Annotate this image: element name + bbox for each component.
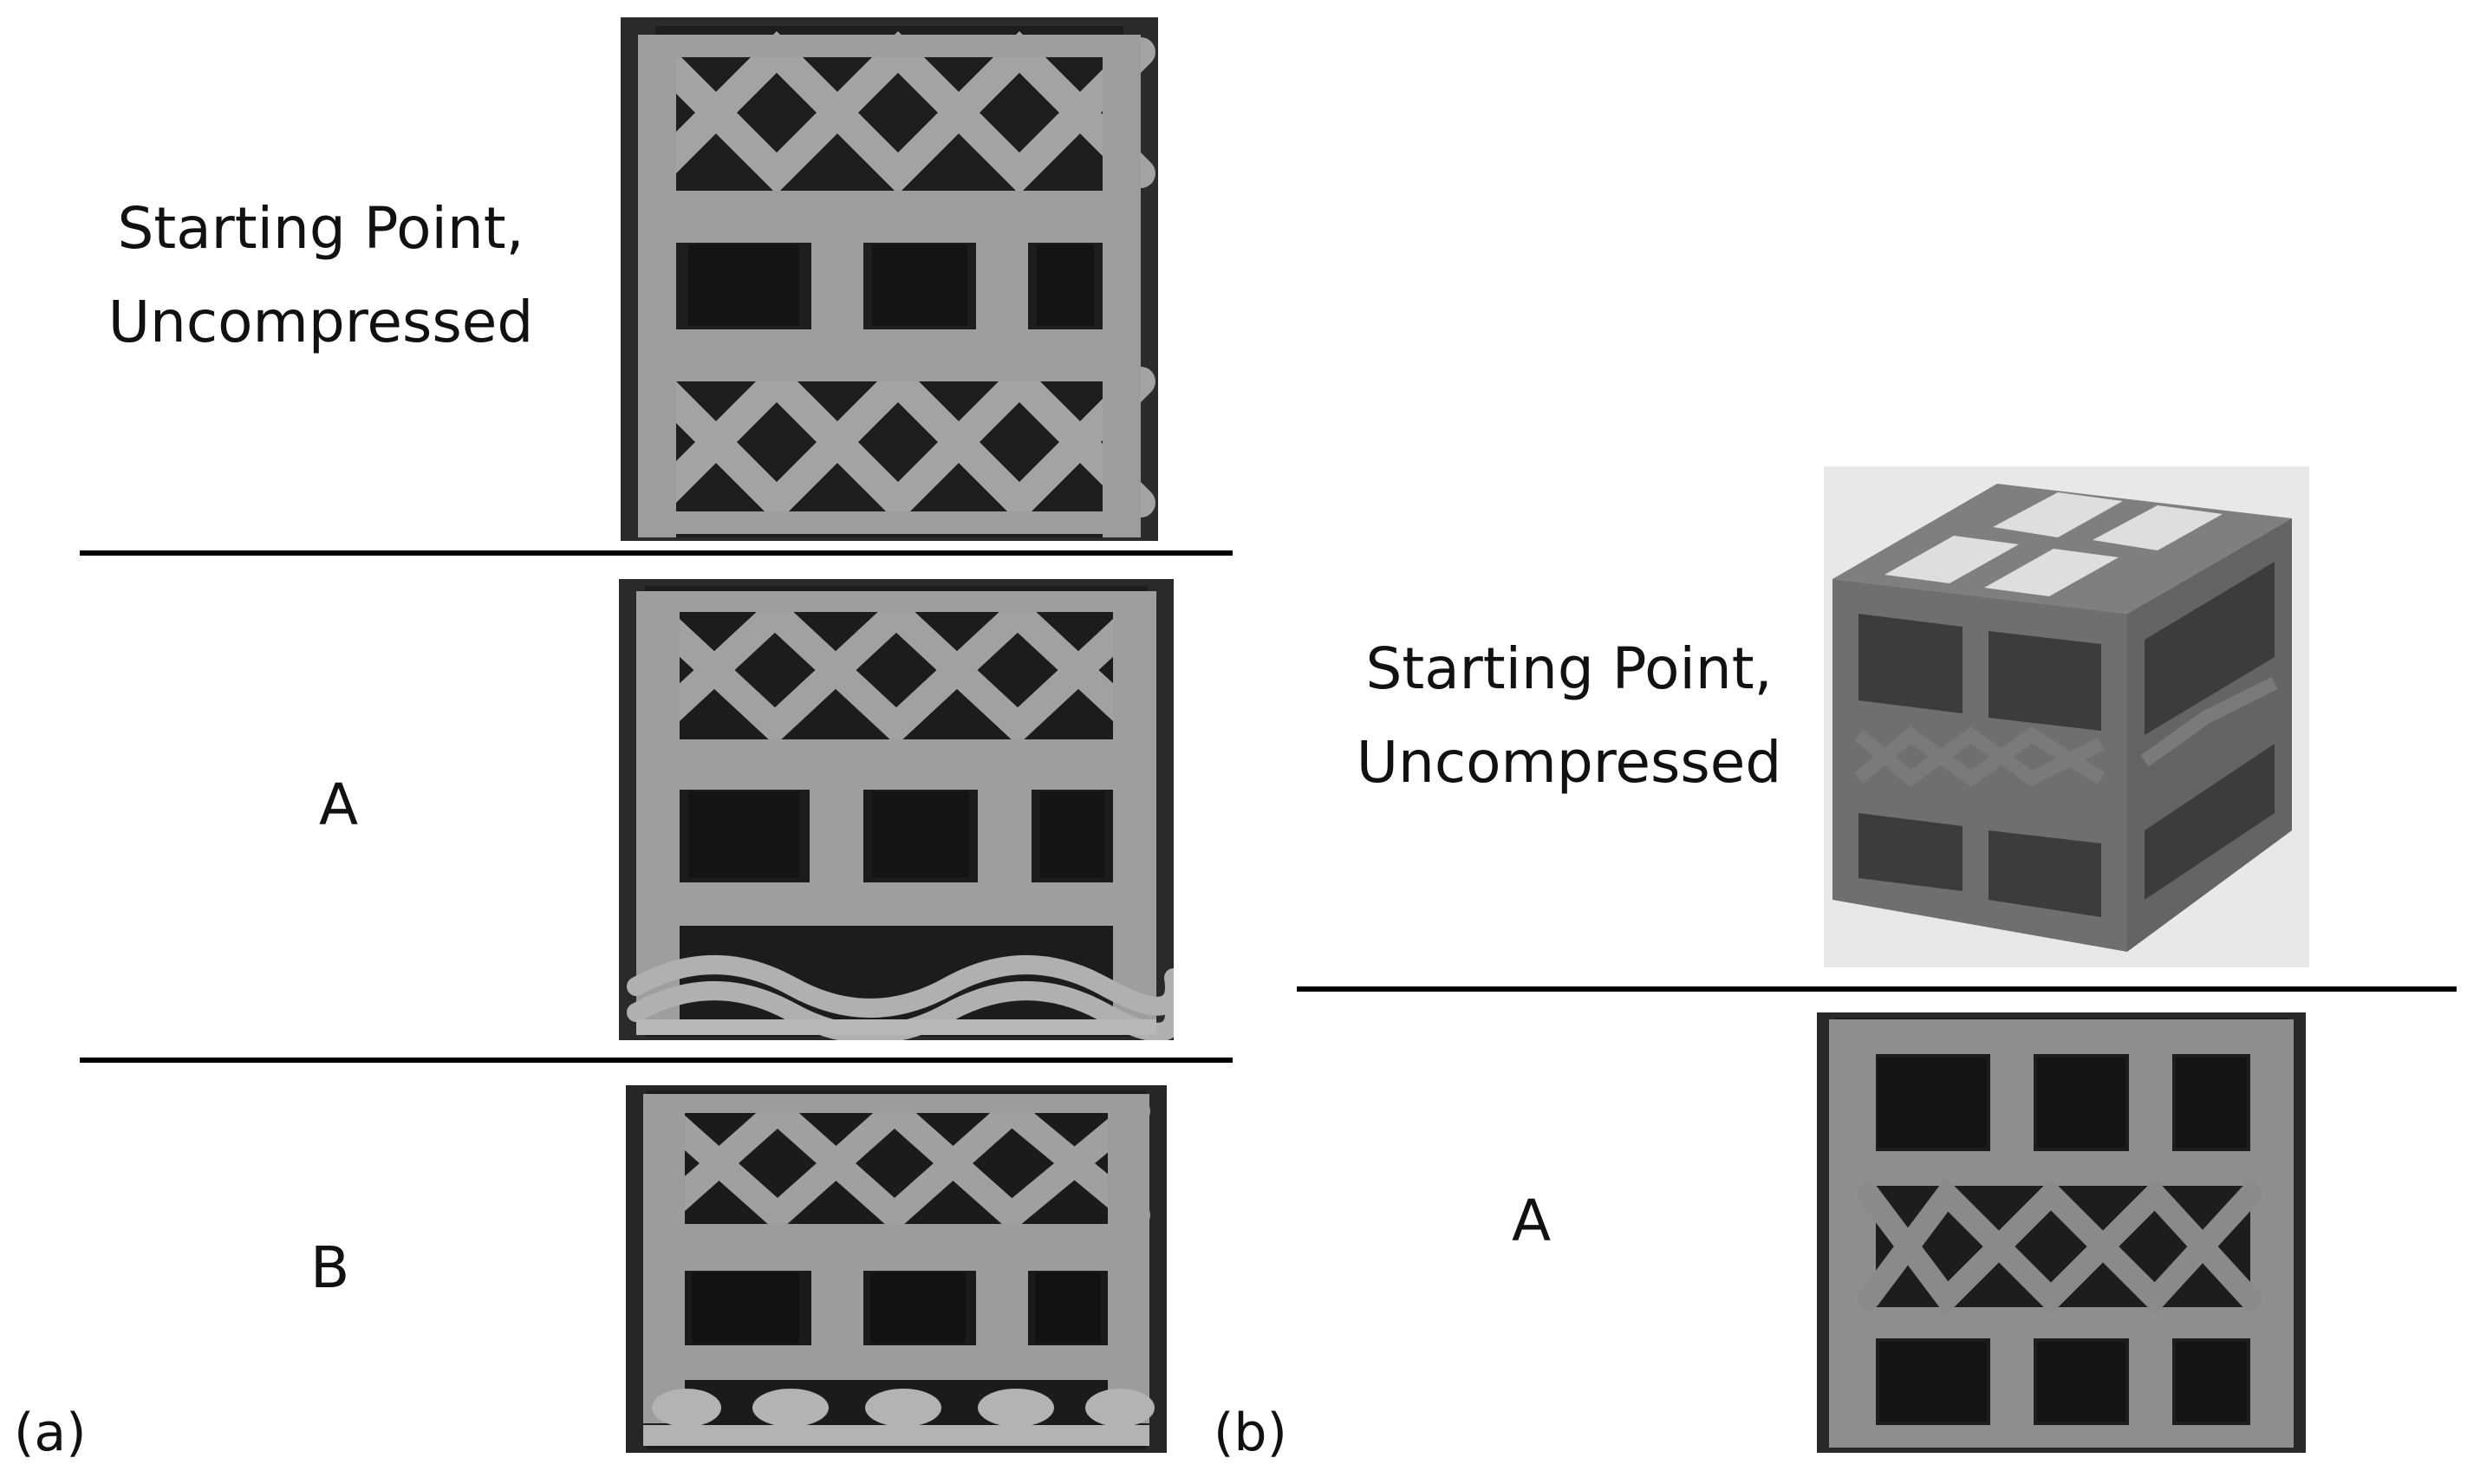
panel-b-divider-1: [1297, 986, 2457, 992]
panel-b-compressed-a-photo: [1817, 1012, 2306, 1453]
panel-a-row3-label: B: [310, 1234, 350, 1301]
panel-a-compressed-b-photo: [626, 1085, 1167, 1453]
panel-b-tag: (b): [1214, 1403, 1287, 1463]
panel-a-tag: (a): [14, 1403, 87, 1463]
panel-a-row1-label: Starting Point, Uncompressed: [107, 195, 534, 355]
panel-a-divider-2: [80, 1058, 1233, 1063]
panel-b-uncompressed-photo: [1824, 466, 2309, 967]
panel-a-divider-1: [80, 550, 1233, 556]
panel-a-row2-label: A: [319, 771, 359, 838]
panel-a-compressed-a-photo: [619, 579, 1174, 1040]
panel-a-uncompressed-photo: [621, 17, 1158, 541]
panel-b-row2-label: A: [1512, 1188, 1552, 1254]
panel-b-row1-label: Starting Point, Uncompressed: [1356, 635, 1782, 796]
